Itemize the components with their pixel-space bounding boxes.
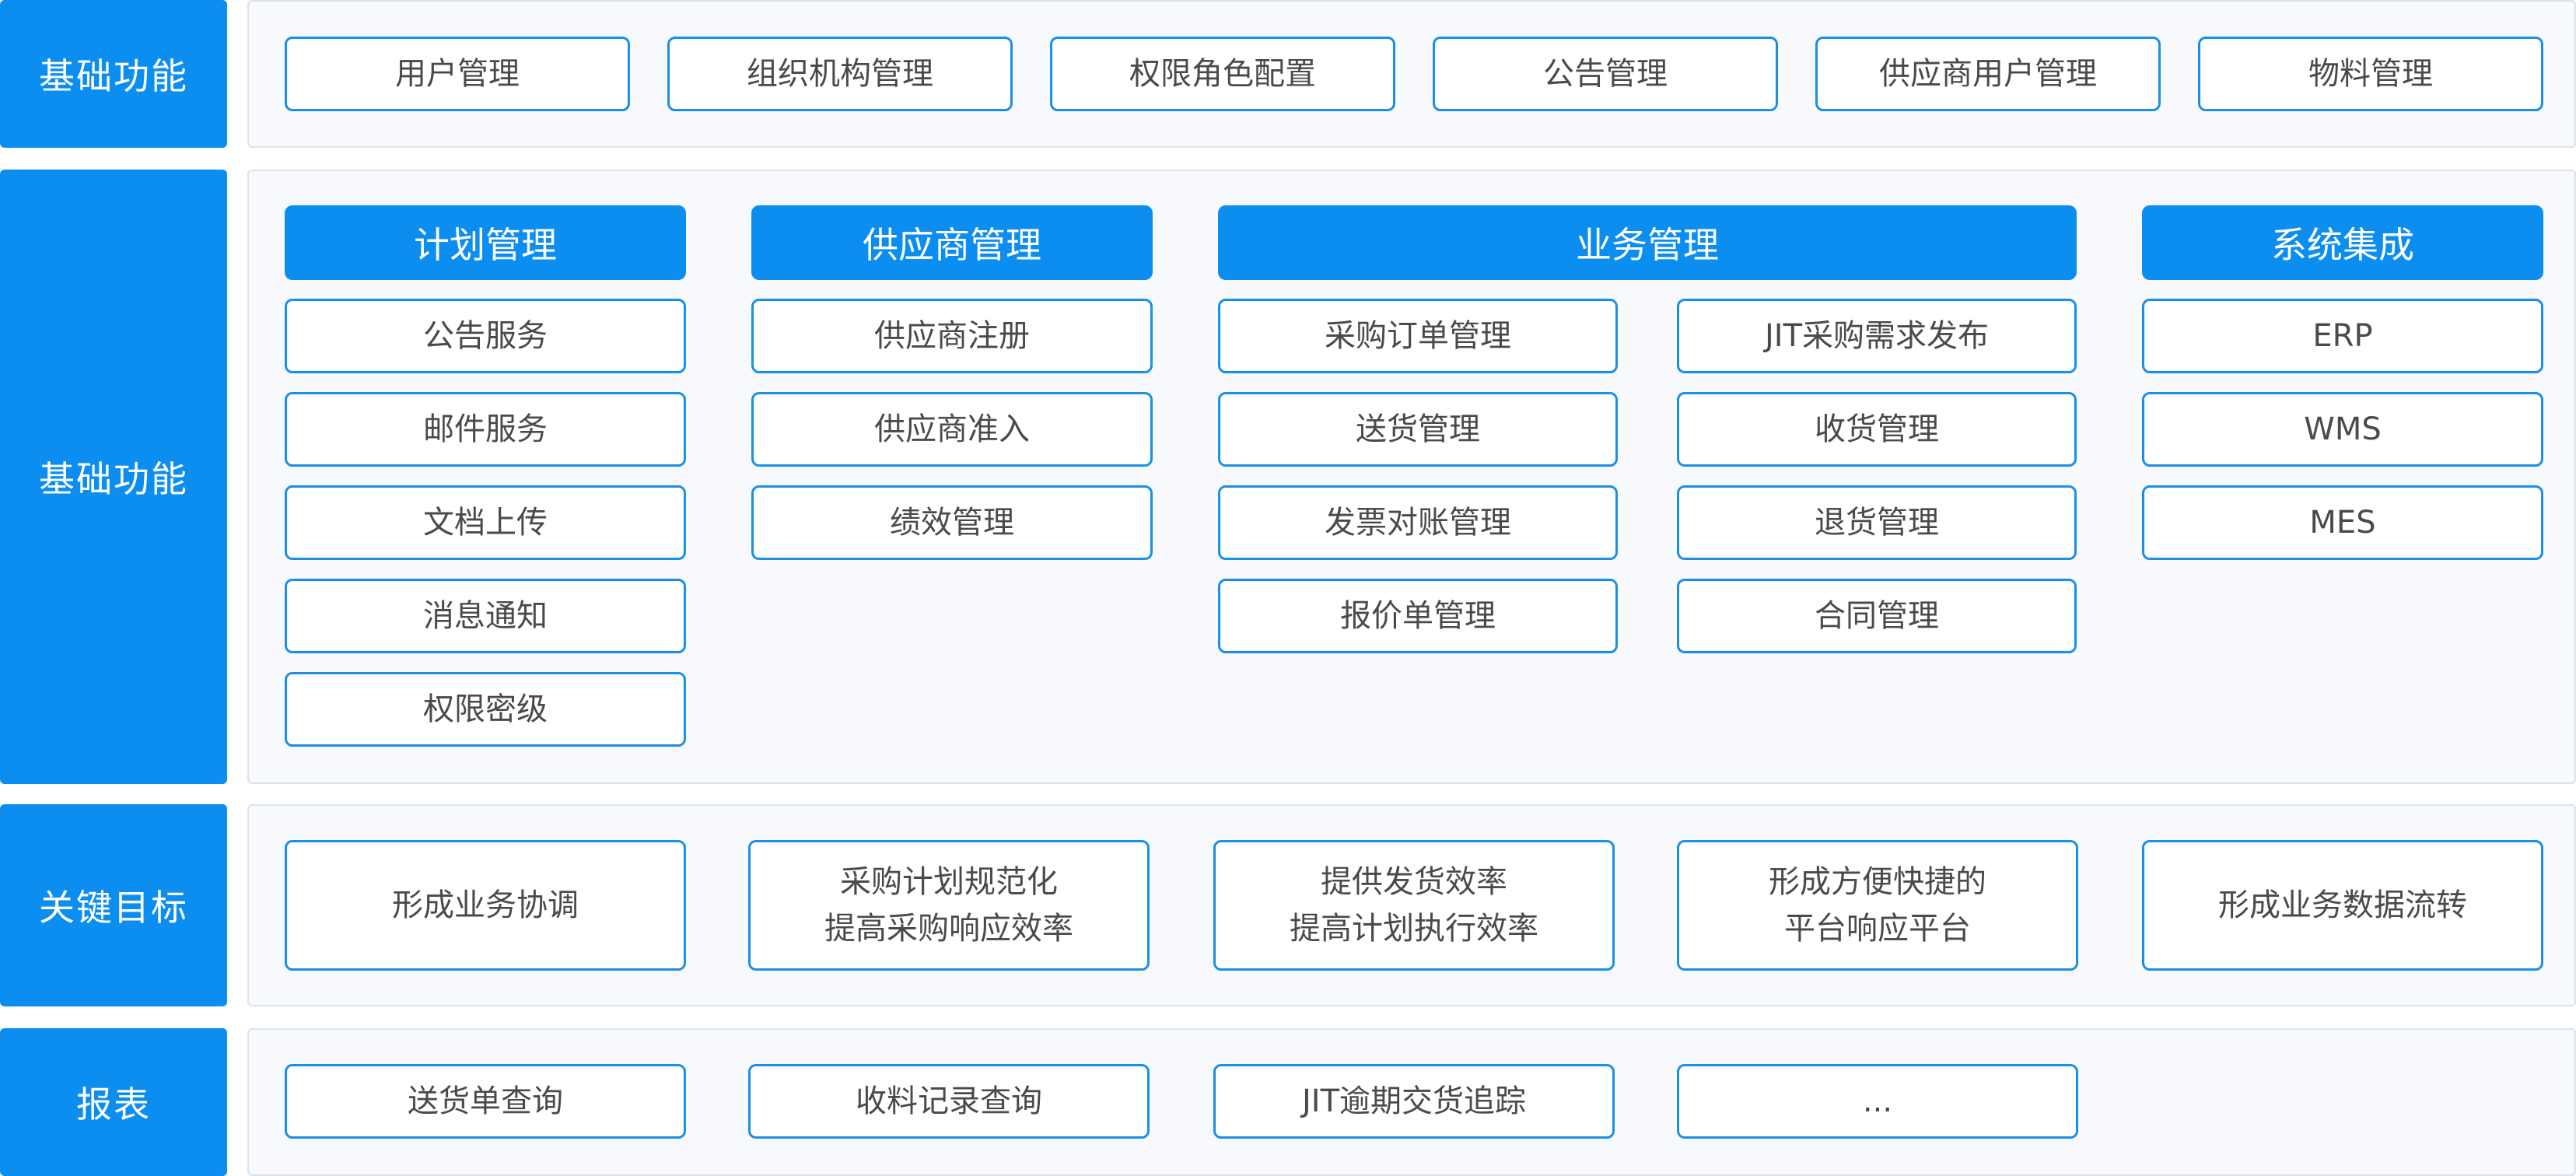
goal-line: 形成业务数据流转 — [2218, 887, 2467, 923]
basic-item-material: 物料管理 — [2198, 37, 2543, 111]
basic-item-user-management: 用户管理 — [285, 37, 630, 111]
row-label-reports: 报表 — [0, 1028, 227, 1176]
row-label-goals: 关键目标 — [0, 804, 227, 1006]
goal-item: 形成业务协调 — [285, 840, 686, 971]
goal-line: 形成方便快捷的 — [1769, 864, 1986, 900]
integration-item: WMS — [2142, 392, 2543, 467]
plan-item: 邮件服务 — [285, 392, 686, 467]
basic-top-panel — [247, 0, 2576, 148]
basic-item-org-management: 组织机构管理 — [667, 37, 1013, 111]
goal-item: 形成业务数据流转 — [2142, 840, 2543, 971]
business-item: 报价单管理 — [1218, 579, 1618, 653]
integration-header: 系统集成 — [2142, 205, 2543, 280]
report-item: 收料记录查询 — [748, 1064, 1150, 1139]
goal-item: 形成方便快捷的 平台响应平台 — [1677, 840, 2078, 971]
goal-line: 采购计划规范化 — [840, 864, 1058, 900]
basic-item-role-config: 权限角色配置 — [1050, 37, 1395, 111]
row-label-basic-top: 基础功能 — [0, 0, 227, 148]
business-item: 收货管理 — [1677, 392, 2077, 467]
goal-line: 提供发货效率 — [1321, 864, 1507, 900]
plan-item: 消息通知 — [285, 579, 686, 653]
business-header: 业务管理 — [1218, 205, 2077, 280]
report-item: 送货单查询 — [285, 1064, 686, 1139]
plan-item: 文档上传 — [285, 485, 686, 560]
report-item: JIT逾期交货追踪 — [1213, 1064, 1615, 1139]
row-label-basic-main: 基础功能 — [0, 170, 227, 784]
supplier-item: 供应商准入 — [751, 392, 1153, 467]
supplier-header: 供应商管理 — [751, 205, 1153, 280]
goal-item: 提供发货效率 提高计划执行效率 — [1213, 840, 1615, 971]
plan-header: 计划管理 — [285, 205, 686, 280]
supplier-item: 供应商注册 — [751, 299, 1153, 373]
report-item: ... — [1677, 1064, 2078, 1139]
integration-item: ERP — [2142, 299, 2543, 373]
business-item: 发票对账管理 — [1218, 485, 1618, 560]
goal-line: 提高计划执行效率 — [1290, 911, 1538, 947]
plan-item: 权限密级 — [285, 672, 686, 747]
business-item: 送货管理 — [1218, 392, 1618, 467]
business-item: 退货管理 — [1677, 485, 2077, 560]
business-item: 采购订单管理 — [1218, 299, 1618, 373]
basic-item-supplier-user: 供应商用户管理 — [1815, 37, 2161, 111]
business-item: 合同管理 — [1677, 579, 2077, 653]
business-item: JIT采购需求发布 — [1677, 299, 2077, 373]
basic-item-announcement: 公告管理 — [1433, 37, 1778, 111]
supplier-item: 绩效管理 — [751, 485, 1153, 560]
goal-item: 采购计划规范化 提高采购响应效率 — [748, 840, 1150, 971]
plan-item: 公告服务 — [285, 299, 686, 373]
goal-line: 提高采购响应效率 — [824, 911, 1073, 947]
goal-line: 平台响应平台 — [1784, 911, 1971, 947]
goal-line: 形成业务协调 — [392, 887, 579, 923]
integration-item: MES — [2142, 485, 2543, 560]
